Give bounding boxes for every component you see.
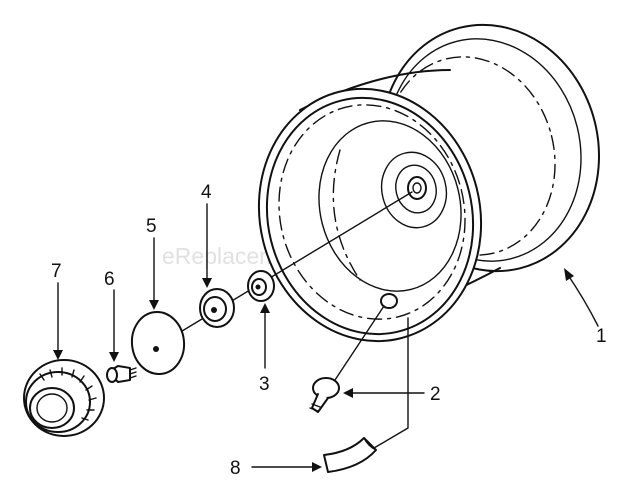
arrowhead-2 (343, 388, 353, 398)
callout-4: 4 (201, 182, 212, 203)
rear-rim-dashed (384, 56, 556, 256)
arrowhead-6 (109, 352, 119, 362)
bolt-threads (129, 367, 137, 379)
front-flange-outer (257, 87, 483, 343)
callout-3: 3 (259, 374, 270, 395)
balance-weight-guide-line (373, 317, 409, 449)
part-valve-stem (309, 305, 385, 413)
balance-weight-body (323, 437, 377, 473)
valve-hole (380, 293, 398, 309)
callout-1: 1 (596, 326, 607, 347)
leader-lines (53, 203, 599, 472)
arrowhead-7 (53, 350, 63, 360)
hub-mid (395, 164, 437, 214)
valve-stem-guide-line (334, 305, 385, 381)
callout-5: 5 (146, 216, 157, 237)
spacer-inner (251, 278, 267, 296)
part-washer (130, 311, 186, 375)
part-bearing (199, 288, 235, 328)
hub-bore-inner (412, 182, 422, 194)
arrowhead-4 (202, 278, 212, 288)
part-spacer (247, 270, 275, 302)
hub-outer (380, 151, 448, 229)
callout-2: 2 (430, 384, 441, 405)
spacer-bore (255, 284, 261, 290)
callout-labels: 1 2 3 4 5 6 7 8 (51, 182, 607, 479)
arrowhead-3 (260, 303, 270, 313)
valve-stem-threads (309, 403, 321, 412)
inner-well (318, 120, 462, 292)
arrowhead-1 (564, 268, 574, 281)
balance-weight-edge (363, 437, 377, 451)
part-hub-cap (23, 359, 105, 437)
callout-6: 6 (104, 269, 115, 290)
arrowhead-5 (149, 300, 159, 310)
wheel-rim (257, 23, 601, 343)
callout-8: 8 (230, 458, 241, 479)
bearing-bore (211, 307, 217, 313)
bolt-head-face (106, 367, 118, 383)
hub-bore (407, 176, 427, 200)
part-balance-weight (323, 317, 409, 473)
bearing-inner (203, 296, 227, 322)
leader-line-1 (565, 271, 599, 327)
front-flange-mid (265, 96, 475, 336)
hub-cap-center (36, 393, 68, 423)
hub-cap-ring (25, 371, 91, 433)
hub-cap-ribs (39, 367, 97, 421)
washer-hole (153, 346, 159, 352)
assembly-axis-line (153, 191, 413, 349)
arrowhead-8 (312, 462, 322, 472)
inner-well-dashed (332, 149, 361, 281)
callout-7: 7 (51, 261, 62, 282)
washer-disc (130, 311, 186, 375)
front-flange-dashed (278, 104, 466, 320)
part-bolt (106, 365, 137, 383)
